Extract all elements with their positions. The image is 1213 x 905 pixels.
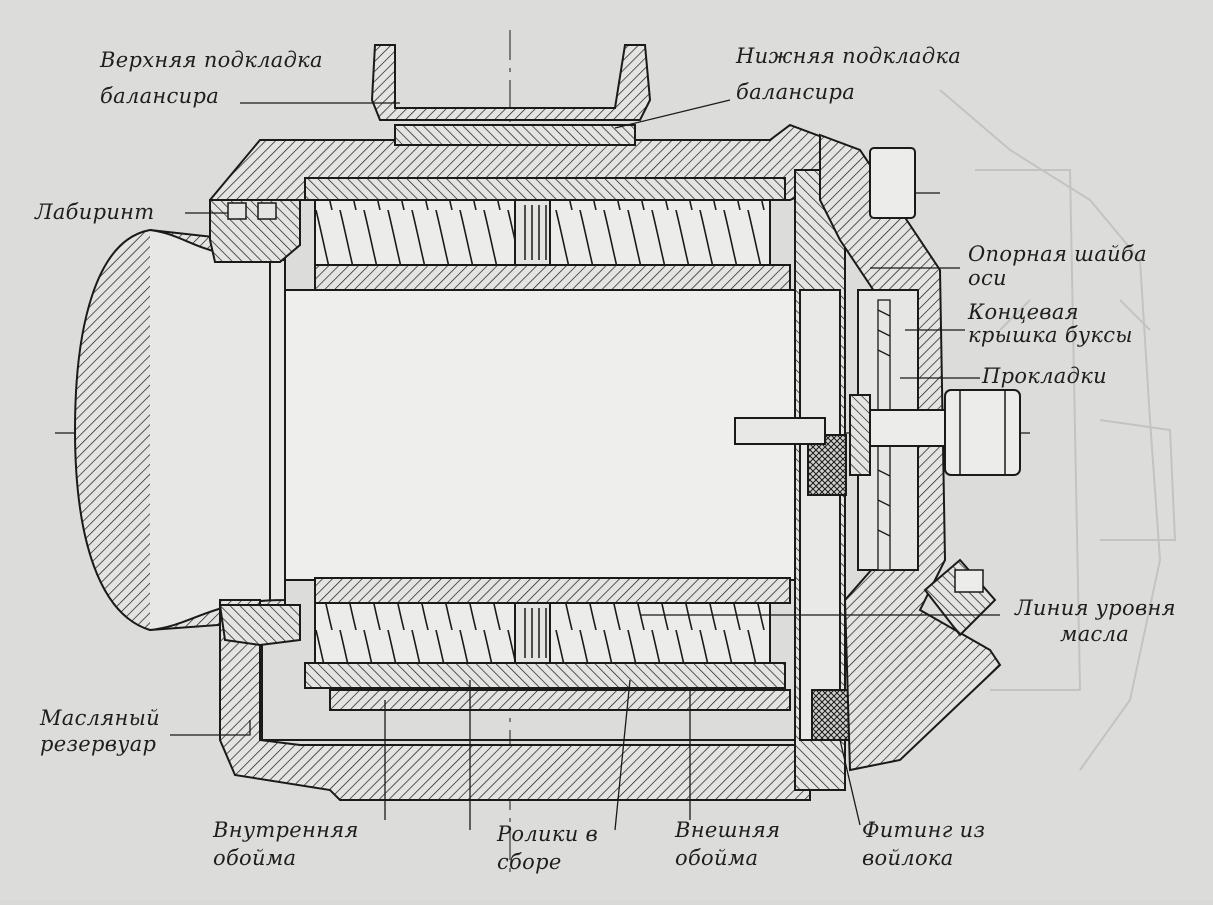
inner-race-bottom <box>314 577 791 604</box>
rollers-label-line1: Ролики в <box>497 822 599 846</box>
outer-race-label-line1: Внешняя <box>675 818 781 842</box>
axle-shoulder <box>149 229 286 631</box>
upper-balancer-pad <box>370 44 652 121</box>
bleed-through-sketch <box>939 89 1177 771</box>
axle-washer <box>849 394 871 476</box>
axle-washer-label-line1: Опорная шайба <box>968 242 1147 266</box>
lower-pad-label-line2: балансира <box>736 80 856 104</box>
rollers-label-line2: сборе <box>497 850 562 874</box>
inner-race-label-line2: обойма <box>213 846 297 870</box>
outer-race-label-line2: обойма <box>675 846 759 870</box>
leader-lines <box>170 99 1000 831</box>
cover-bolt <box>869 147 916 219</box>
labyrinth-label: Лабиринт <box>35 200 155 224</box>
outer-race-bottom <box>304 662 786 689</box>
axle-body <box>284 289 796 581</box>
outer-race-top <box>304 177 786 201</box>
lower-pad-label-line1: Нижняя подкладка <box>736 44 962 68</box>
rollers-top-left <box>314 199 516 266</box>
axle-nut <box>944 389 1021 476</box>
rollers-bottom-left <box>314 602 516 664</box>
gaskets-label: Прокладки <box>982 364 1107 388</box>
oil-level-label-line2: масла <box>1060 622 1130 646</box>
labyrinth-seal-bottom <box>218 604 301 647</box>
inner-race-label-line1: Внутренняя <box>213 818 359 842</box>
axle-washer-label-line2: оси <box>968 266 1007 290</box>
oil-reservoir-label-line2: резервуар <box>40 732 157 756</box>
bolt-shank <box>734 417 826 445</box>
upper-pad-label-line1: Верхняя подкладка <box>100 48 323 72</box>
rollers-top-right <box>549 199 771 266</box>
end-cover-label-line2: крышка буксы <box>968 323 1133 347</box>
oil-plug <box>923 558 997 637</box>
inner-race-top <box>314 264 791 291</box>
rollers-bottom-right <box>549 602 771 664</box>
felt-fitting-label-line1: Фитинг из <box>862 818 986 842</box>
lower-balancer-pad <box>394 124 636 146</box>
end-cover-label-line1: Концевая <box>968 300 1079 324</box>
felt-fitting <box>811 689 851 741</box>
oil-level-label-line1: Линия уровня <box>1015 596 1176 620</box>
oil-reservoir-label-line1: Масляный <box>40 706 160 730</box>
labyrinth-seal-top <box>209 199 301 263</box>
felt-fitting-label-line2: войлока <box>862 846 954 870</box>
upper-pad-label-line2: балансира <box>100 84 220 108</box>
housing-bottom <box>219 599 811 801</box>
